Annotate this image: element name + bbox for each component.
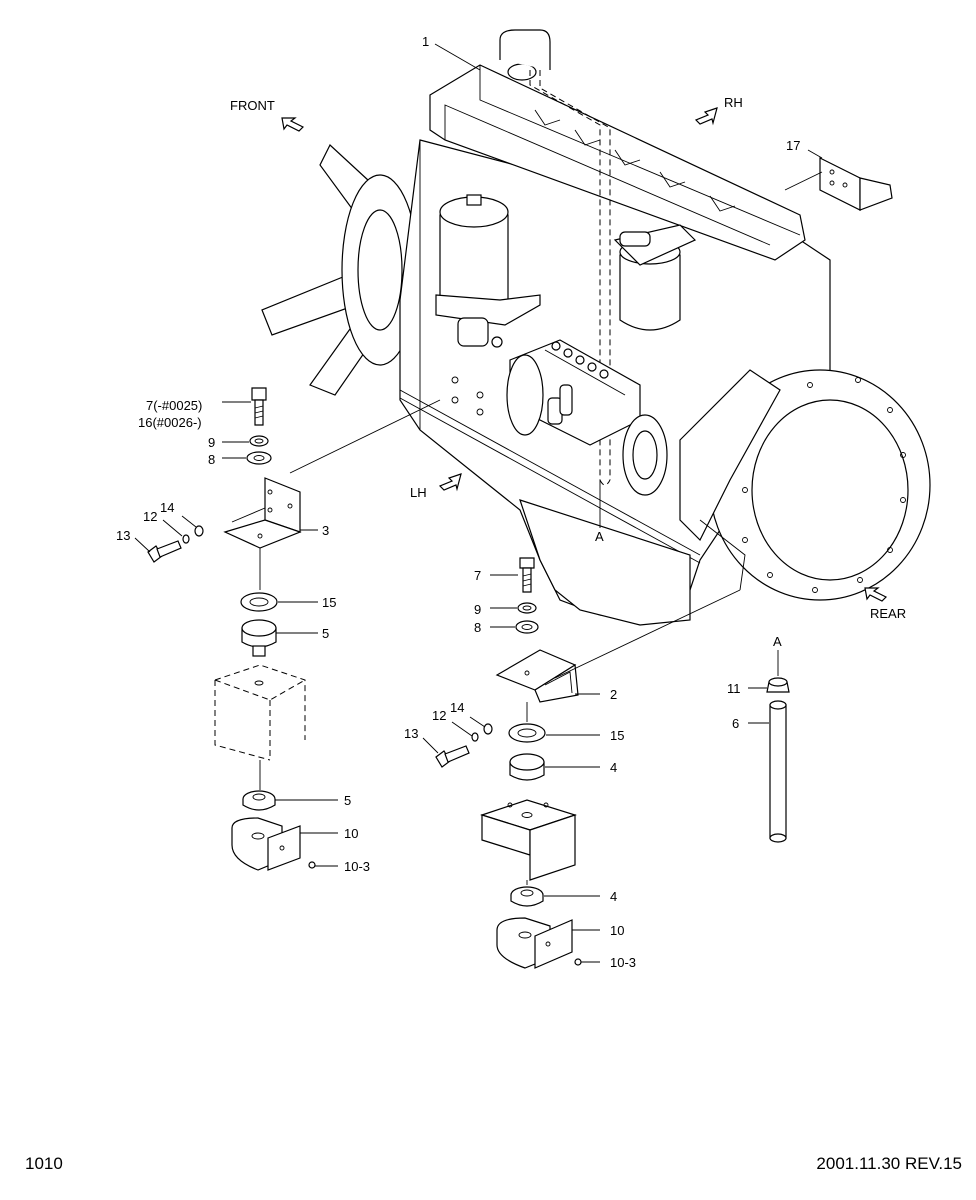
callout-left-10: 10 xyxy=(344,826,358,841)
oil-filter xyxy=(613,224,697,331)
callout-right-9: 9 xyxy=(474,602,481,617)
callout-right-8: 8 xyxy=(474,620,481,635)
callout-right-4a: 4 xyxy=(610,760,617,775)
leader-lines xyxy=(134,43,823,963)
callout-left-8: 8 xyxy=(208,452,215,467)
callout-left-10-3: 10-3 xyxy=(344,859,370,874)
engine-assembly xyxy=(261,29,931,626)
label-front: FRONT xyxy=(230,98,275,113)
callout-right-15: 15 xyxy=(610,728,624,743)
callout-left-16: 16(#0026-) xyxy=(138,415,202,430)
callout-right-10: 10 xyxy=(610,923,624,938)
dipstick-tube-hidden xyxy=(529,70,611,480)
callout-left-5b: 5 xyxy=(344,793,351,808)
callout-right-14: 14 xyxy=(450,700,464,715)
callout-left-3: 3 xyxy=(322,523,329,538)
label-rh: RH xyxy=(724,95,743,110)
callout-17: 17 xyxy=(786,138,800,153)
callout-left-5a: 5 xyxy=(322,626,329,641)
callout-left-7: 7(-#0025) xyxy=(146,398,202,413)
callout-right-2: 2 xyxy=(610,687,617,702)
rh-arrow-icon xyxy=(694,107,718,126)
callout-left-9: 9 xyxy=(208,435,215,450)
callout-left-13: 13 xyxy=(116,528,130,543)
callout-right-10-3: 10-3 xyxy=(610,955,636,970)
callout-a-top: A xyxy=(595,529,604,544)
rocker-cover xyxy=(429,64,806,261)
oil-pan xyxy=(519,499,691,626)
callout-right-7: 7 xyxy=(474,568,481,583)
label-lh: LH xyxy=(410,485,427,500)
front-arrow-icon xyxy=(281,117,305,132)
callout-a-side: A xyxy=(773,634,782,649)
labels: FRONT RH LH REAR 1 17 A A 7(-#0025) 16(#… xyxy=(116,34,906,970)
callout-side-6: 6 xyxy=(732,716,739,731)
callout-right-4b: 4 xyxy=(610,889,617,904)
rear-arrow-icon xyxy=(864,587,888,602)
callout-right-12: 12 xyxy=(432,708,446,723)
callout-1: 1 xyxy=(422,34,429,49)
dipstick-tube-detail xyxy=(766,677,790,843)
bracket-17 xyxy=(819,157,893,211)
lh-arrow-icon xyxy=(438,473,462,492)
callout-left-14: 14 xyxy=(160,500,174,515)
callout-right-13: 13 xyxy=(404,726,418,741)
callout-left-12: 12 xyxy=(143,509,157,524)
flywheel-housing xyxy=(679,369,931,601)
left-mount-stack xyxy=(147,387,316,871)
callout-left-15: 15 xyxy=(322,595,336,610)
right-mount-stack xyxy=(435,557,582,969)
label-rear: REAR xyxy=(870,606,906,621)
cooling-fan xyxy=(261,144,419,396)
revision-stamp: 2001.11.30 REV.15 xyxy=(816,1154,962,1173)
oil-filler-cap xyxy=(507,63,537,81)
injection-pump xyxy=(506,339,668,496)
fuel-filter xyxy=(435,194,541,348)
page-number: 1010 xyxy=(25,1154,63,1173)
callout-side-11: 11 xyxy=(727,681,741,696)
